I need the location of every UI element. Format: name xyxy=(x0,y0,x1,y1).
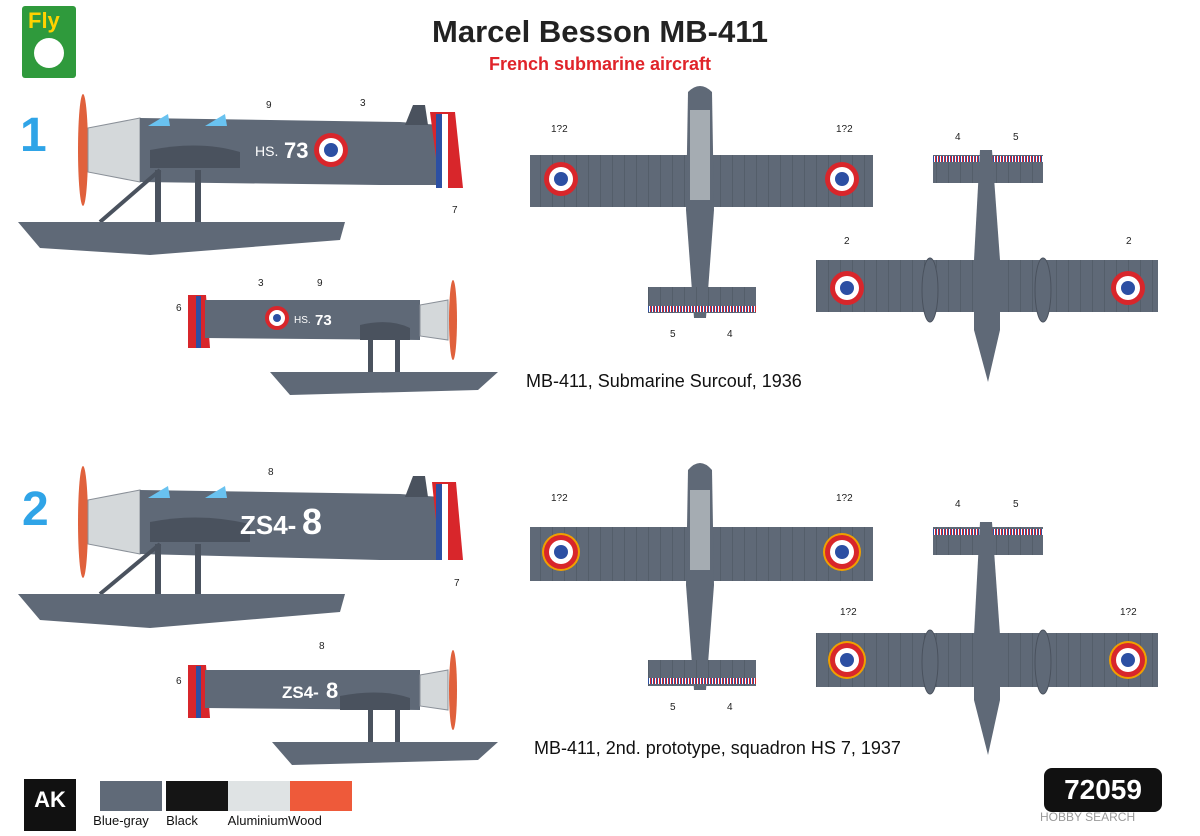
scheme-1-side-view xyxy=(18,94,463,255)
callout: 1?2 xyxy=(551,493,568,504)
swatch-aluminium xyxy=(228,781,290,811)
ak-logo-text: AK xyxy=(34,787,66,812)
fly-logo: Fly xyxy=(22,6,76,78)
callout: 4 xyxy=(955,499,961,510)
swatch-label: Aluminium xyxy=(227,813,289,828)
scheme-2-caption: MB-411, 2nd. prototype, squadron HS 7, 1… xyxy=(534,738,901,758)
swatch-black xyxy=(166,781,228,811)
callout: 5 xyxy=(1013,499,1019,510)
callout: 1?2 xyxy=(836,124,853,135)
scheme-1-small-code-prefix: HS. xyxy=(294,315,311,326)
scheme-2-number: 2 xyxy=(22,483,49,536)
callout: 4 xyxy=(727,329,733,340)
scheme-2-side-view xyxy=(18,466,463,628)
scheme-2-code-number: 8 xyxy=(302,501,322,542)
scheme-1-small-code-number: 73 xyxy=(315,312,332,329)
fly-logo-text: Fly xyxy=(28,8,60,33)
callout: 9 xyxy=(266,100,272,111)
callout: 8 xyxy=(268,467,274,478)
callout: 2 xyxy=(844,236,850,247)
callout: 6 xyxy=(176,676,182,687)
scheme-1-code-number: 73 xyxy=(284,138,308,163)
callout: 4 xyxy=(955,132,961,143)
scheme-1-top-view xyxy=(530,86,873,318)
callout: 5 xyxy=(670,702,676,713)
scheme-2-side-view-small xyxy=(188,650,498,765)
callout: 1?2 xyxy=(551,124,568,135)
callout: 2 xyxy=(1126,236,1132,247)
scheme-1-caption: MB-411, Submarine Surcouf, 1936 xyxy=(526,371,802,391)
scheme-1-bottom-view xyxy=(816,150,1158,382)
page-title: Marcel Besson MB-411 xyxy=(432,14,768,49)
watermark: HOBBY SEARCH xyxy=(1040,810,1136,824)
scheme-1-number: 1 xyxy=(20,109,47,162)
scheme-1-code-prefix: HS. xyxy=(255,143,278,159)
callout: 7 xyxy=(454,578,460,589)
scheme-2-bottom-view xyxy=(816,522,1158,755)
scheme-2-code: ZS4- xyxy=(240,510,296,540)
callout: 6 xyxy=(176,303,182,314)
scheme-2-small-code-number: 8 xyxy=(326,678,338,703)
callout: 5 xyxy=(1013,132,1019,143)
callout: 1?2 xyxy=(840,607,857,618)
scheme-1-side-view-small xyxy=(188,280,498,395)
callout: 9 xyxy=(317,278,323,289)
swatch-wood xyxy=(290,781,352,811)
scheme-2-top-view xyxy=(530,463,873,690)
swatch-blue-gray xyxy=(100,781,162,811)
swatch-label: Wood xyxy=(288,813,322,828)
swatch-label: Blue-gray xyxy=(93,813,149,828)
callout: 3 xyxy=(360,98,366,109)
callout: 3 xyxy=(258,278,264,289)
ak-logo: AK xyxy=(24,779,76,831)
fly-logo-emblem-icon xyxy=(34,38,64,68)
callout: 5 xyxy=(670,329,676,340)
page-subtitle: French submarine aircraft xyxy=(488,54,712,74)
propeller-icon xyxy=(78,94,88,206)
callout: 7 xyxy=(452,205,458,216)
product-code: 72059 xyxy=(1044,768,1162,812)
callout: 1?2 xyxy=(836,493,853,504)
scheme-2-small-code: ZS4- xyxy=(282,683,319,702)
callout: 4 xyxy=(727,702,733,713)
swatch-label: Black xyxy=(166,813,198,828)
callout: 8 xyxy=(319,641,325,652)
callout: 1?2 xyxy=(1120,607,1137,618)
